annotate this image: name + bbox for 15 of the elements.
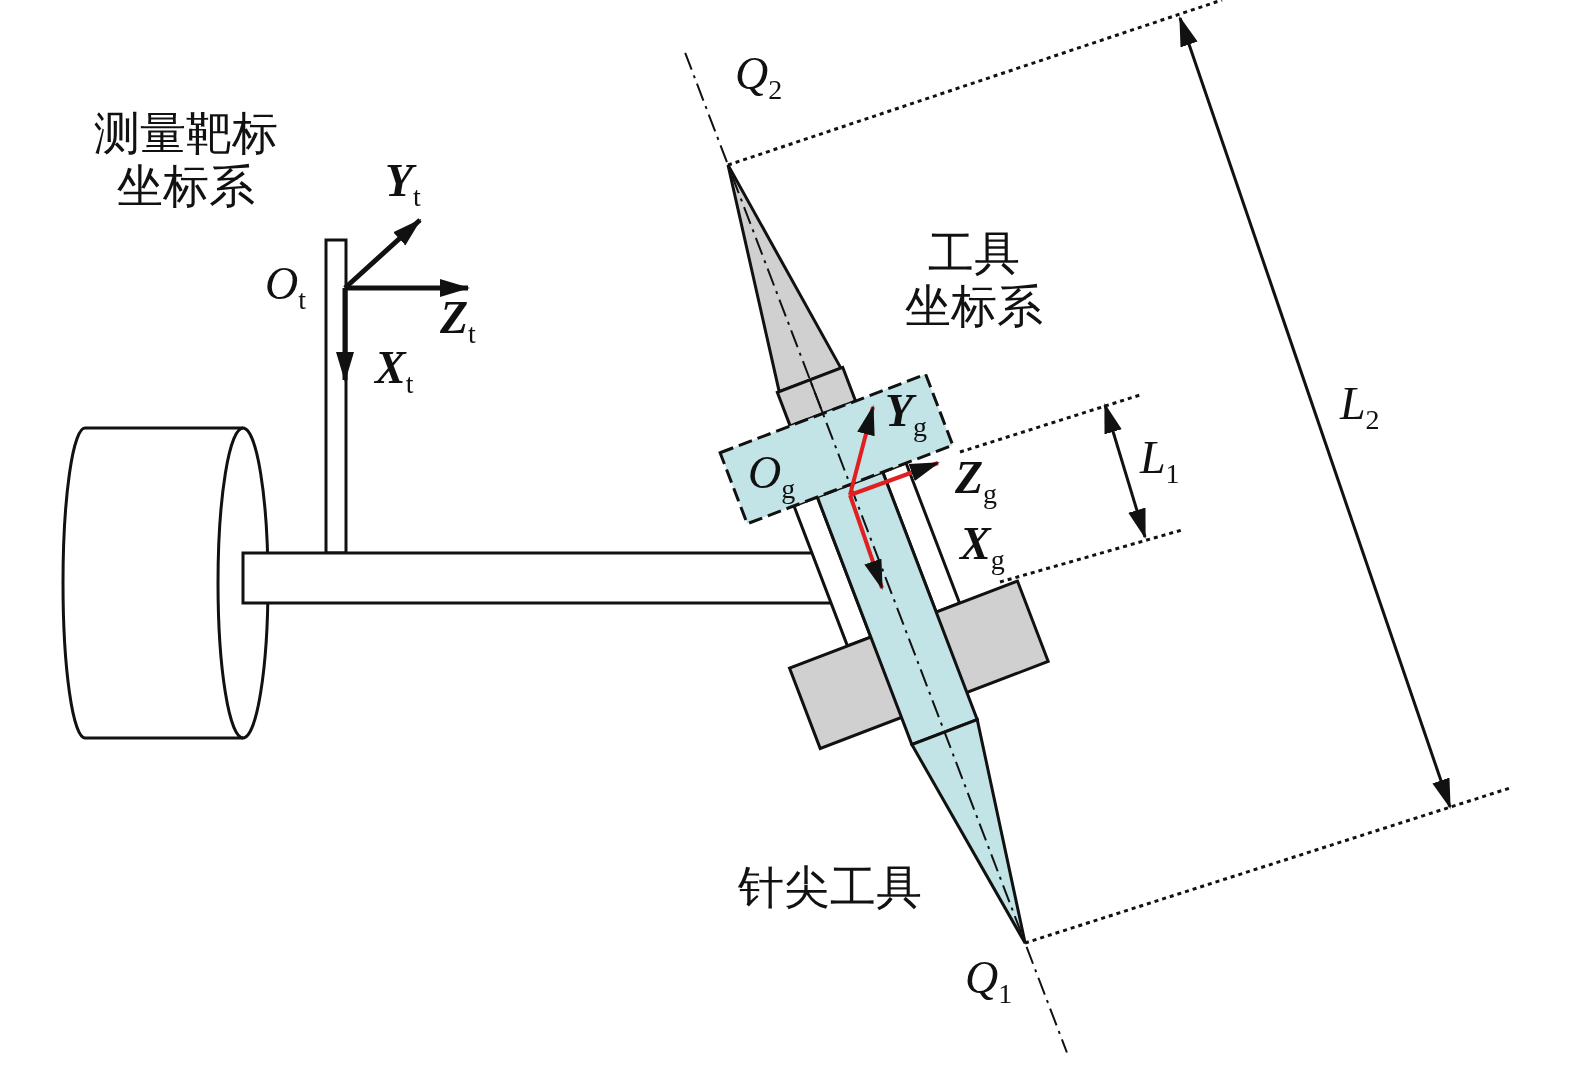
axis-label: X$_{t}$ bbox=[375, 342, 414, 401]
dimension-label: L$_{1}$ bbox=[1140, 432, 1180, 491]
coordinate-system-label: 工具坐标系 bbox=[905, 228, 1044, 334]
axis-label: Y$_{g}$ bbox=[885, 385, 928, 444]
axis-label: X$_{g}$ bbox=[960, 518, 1005, 577]
axis-label: Y$_{t}$ bbox=[385, 155, 421, 214]
dimension-label: L$_{2}$ bbox=[1340, 378, 1380, 437]
axis-label: Z$_{g}$ bbox=[955, 452, 998, 511]
origin-label: O$_{g}$ bbox=[748, 447, 796, 506]
coordinate-system-label: 测量靶标坐标系 bbox=[93, 108, 279, 214]
tool-label: 针尖工具 bbox=[737, 862, 923, 915]
origin-label: O$_{t}$ bbox=[265, 258, 306, 317]
point-label: Q$_{2}$ bbox=[735, 48, 783, 107]
point-label: Q$_{1}$ bbox=[965, 952, 1013, 1011]
axis-label: Z$_{t}$ bbox=[440, 292, 476, 351]
